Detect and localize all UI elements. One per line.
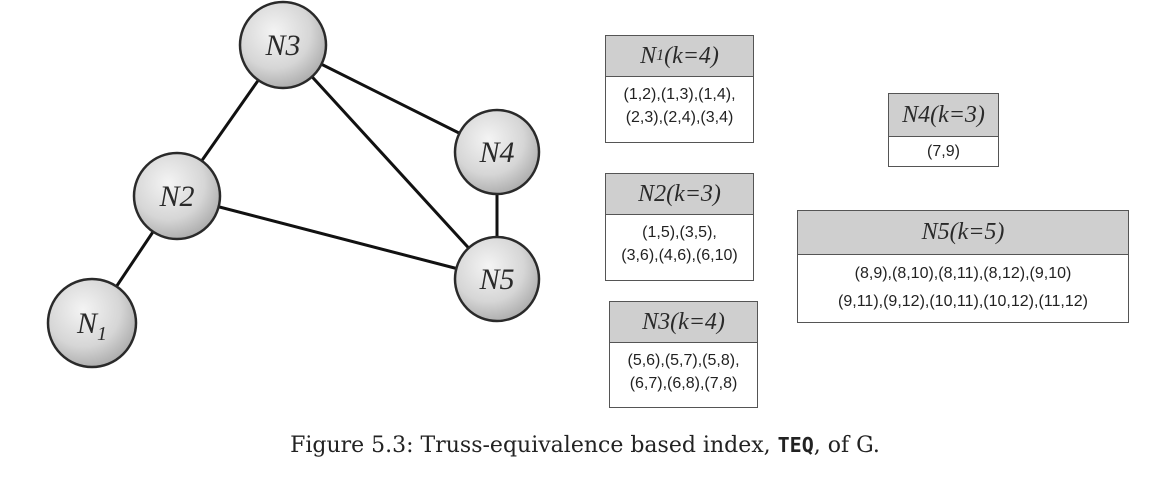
index-box-edges: (8,9),(8,10),(8,11),(8,12),(9,10) (9,11)… bbox=[798, 255, 1128, 316]
edge-list-line: (7,9) bbox=[927, 143, 960, 160]
node-circle bbox=[238, 0, 328, 90]
node-circle bbox=[132, 151, 222, 241]
index-box-n3: N3(k=4) (5,6),(5,7),(5,8), (6,7),(6,8),(… bbox=[609, 301, 758, 408]
node-label: N3 bbox=[264, 29, 300, 62]
node-label: N4 bbox=[478, 136, 514, 169]
index-box-n4: N4(k=3) (7,9) bbox=[888, 93, 999, 167]
edge-n2-n5 bbox=[176, 194, 498, 281]
caption-prefix: Figure 5.3: Truss-equivalence based inde… bbox=[290, 433, 778, 458]
edge-list-line: (9,11),(9,12),(10,11),(10,12),(11,12) bbox=[838, 293, 1088, 310]
index-box-edges: (7,9) bbox=[889, 137, 998, 163]
header-text: N4(k=3) bbox=[902, 101, 985, 128]
header-base: N bbox=[640, 42, 657, 69]
node-circle bbox=[453, 235, 541, 323]
edge-list-line: (6,7),(6,8),(7,8) bbox=[629, 375, 738, 392]
edge-list-line: (1,2),(1,3),(1,4), bbox=[623, 86, 736, 103]
header-text: N5(k=5) bbox=[921, 219, 1005, 245]
index-box-header: N3(k=4) bbox=[610, 302, 757, 343]
index-box-edges: (5,6),(5,7),(5,8), (6,7),(6,8),(7,8) bbox=[610, 343, 757, 395]
figure-caption: Figure 5.3: Truss-equivalence based inde… bbox=[0, 433, 1170, 458]
node-n4: N4 bbox=[453, 108, 541, 196]
edge-list-line: (8,9),(8,10),(8,11),(8,12),(9,10) bbox=[854, 265, 1072, 282]
index-box-n2: N2(k=3) (1,5),(3,5), (3,6),(4,6),(6,10) bbox=[605, 173, 754, 281]
node-circle bbox=[46, 277, 138, 369]
header-text: N2(k=3) bbox=[638, 180, 721, 207]
node-label: N5 bbox=[478, 263, 514, 296]
edge-list-line: (3,6),(4,6),(6,10) bbox=[621, 247, 738, 264]
header-subscript: 1 bbox=[656, 47, 665, 64]
index-box-n5: N5(k=5) (8,9),(8,10),(8,11),(8,12),(9,10… bbox=[797, 210, 1129, 323]
node-label: N1 bbox=[76, 307, 107, 345]
header-text: N3(k=4) bbox=[642, 308, 725, 335]
index-box-header: N2(k=3) bbox=[606, 174, 753, 215]
index-box-header: N5(k=5) bbox=[798, 211, 1128, 255]
index-box-header: N4(k=3) bbox=[889, 94, 998, 137]
node-n2: N2 bbox=[132, 151, 222, 241]
edge-n3-n5 bbox=[281, 43, 499, 281]
header-k-value: (k=4) bbox=[664, 42, 719, 69]
edge-list-line: (2,3),(2,4),(3,4) bbox=[625, 109, 734, 126]
node-n3: N3 bbox=[238, 0, 328, 90]
node-label: N2 bbox=[158, 180, 194, 213]
node-circle bbox=[453, 108, 541, 196]
edge-list-line: (5,6),(5,7),(5,8), bbox=[627, 352, 740, 369]
node-n5: N5 bbox=[453, 235, 541, 323]
index-box-edges: (1,2),(1,3),(1,4), (2,3),(2,4),(3,4) bbox=[606, 77, 753, 129]
caption-code: TEQ bbox=[777, 433, 814, 457]
index-box-edges: (1,5),(3,5), (3,6),(4,6),(6,10) bbox=[606, 215, 753, 267]
edge-list-line: (1,5),(3,5), bbox=[642, 224, 717, 241]
node-n1: N1 bbox=[46, 277, 138, 369]
caption-suffix: , of G. bbox=[813, 433, 880, 458]
